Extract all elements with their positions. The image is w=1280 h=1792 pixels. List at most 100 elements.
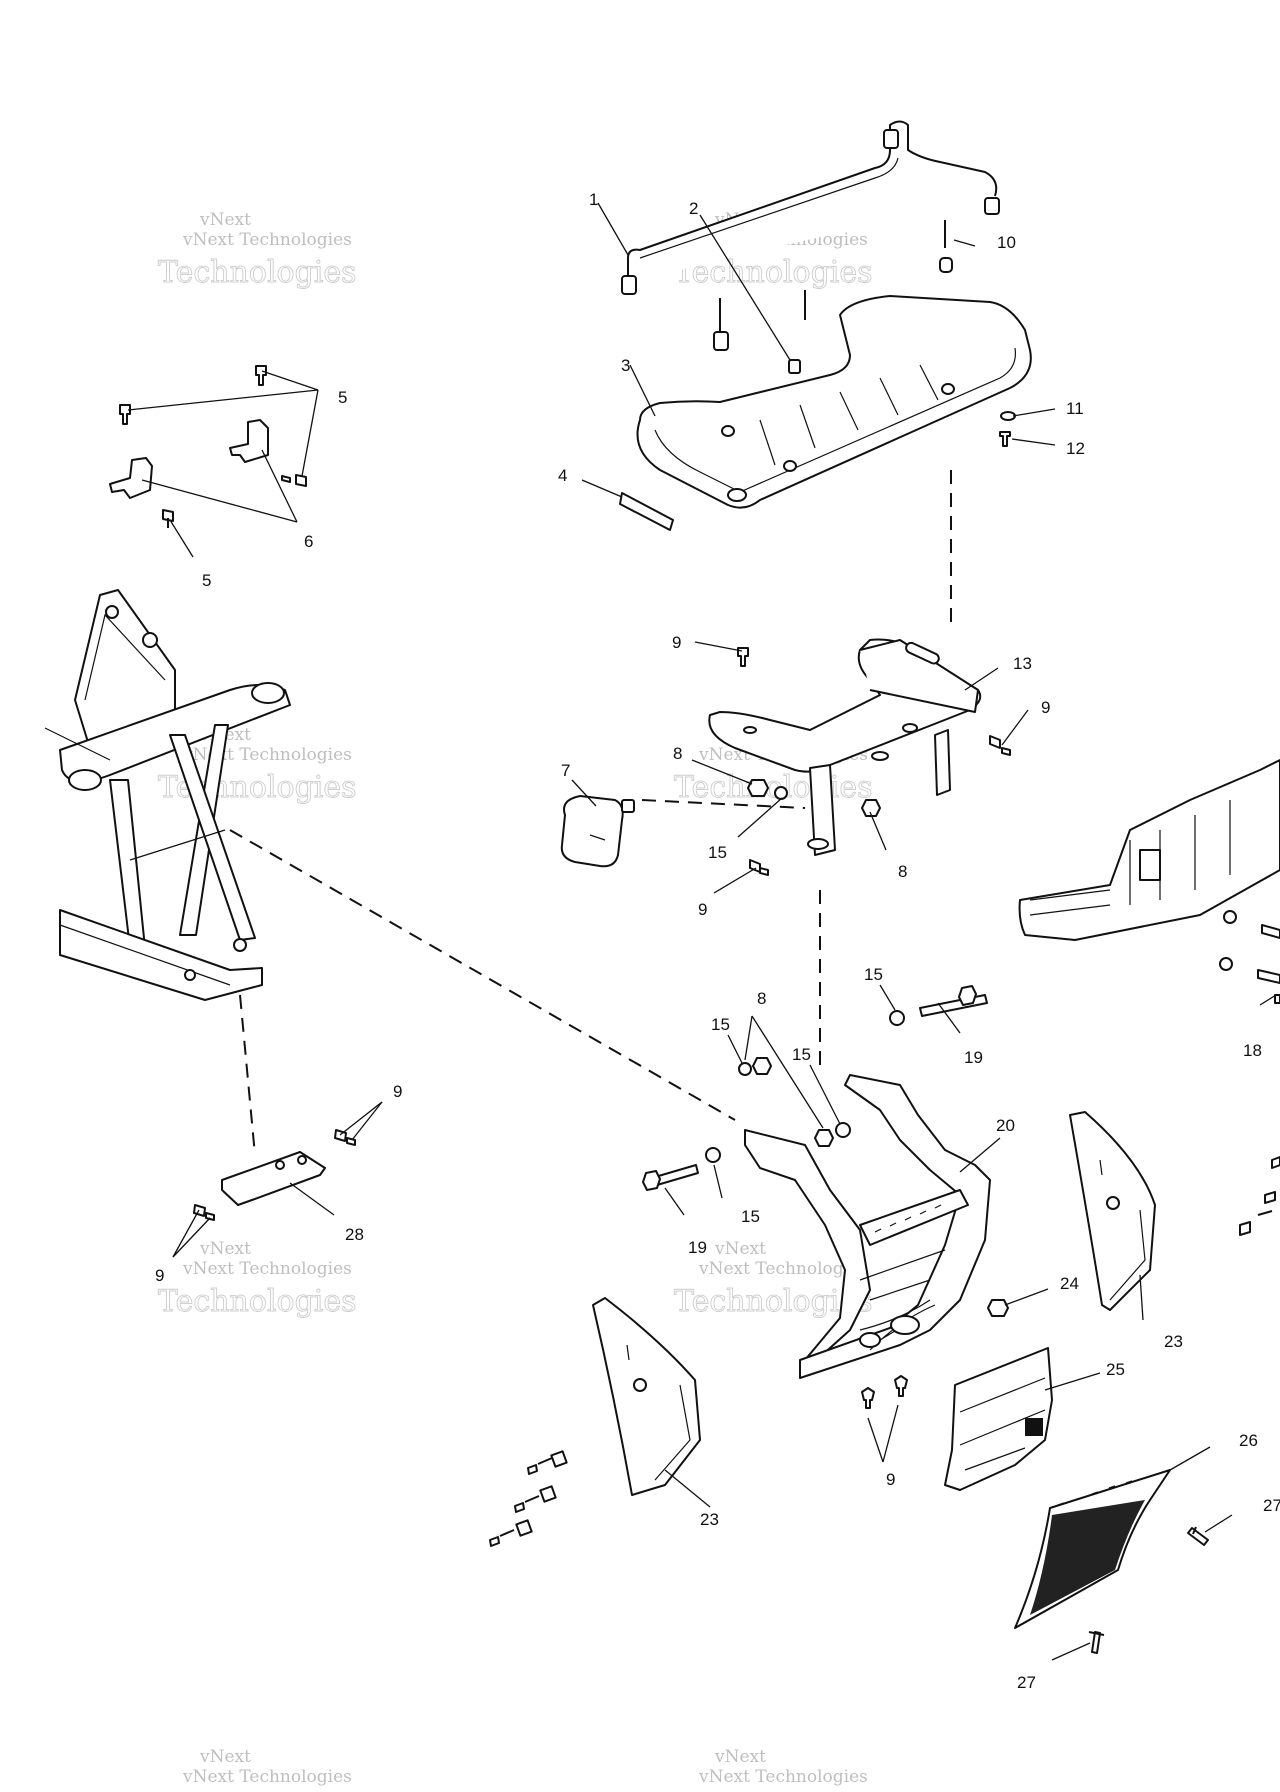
watermark: vNext vNext Technologies <box>698 1747 868 1787</box>
washer-15 <box>738 1062 752 1076</box>
assembly-line <box>239 994 256 1156</box>
watermark-text: vNext Technologies <box>182 230 352 250</box>
fender-23 <box>592 1297 701 1496</box>
callout-15: 15 <box>792 1045 811 1064</box>
callout-labels: 1 2 3 4 5 5 6 7 8 8 8 9 9 9 9 9 9 10 11 … <box>155 190 1280 1692</box>
callout-27: 27 <box>1017 1673 1036 1692</box>
callout-9: 9 <box>886 1470 895 1489</box>
nut-8 <box>747 779 769 797</box>
washer-15 <box>889 1010 905 1026</box>
rear-subframe <box>744 1074 991 1379</box>
bolt-2 <box>788 359 801 374</box>
assembly-lines <box>229 470 952 1156</box>
watermark: vNext vNext Technologies <box>182 1747 352 1787</box>
callout-25: 25 <box>1106 1360 1125 1379</box>
bolt-5 <box>162 509 174 528</box>
rack-tray <box>636 295 1032 509</box>
bolt-5 <box>281 474 307 487</box>
callout-9: 9 <box>1041 698 1050 717</box>
hardware-middle <box>737 647 1011 876</box>
callout-10: 10 <box>997 233 1016 252</box>
watermark-text: Technologies <box>674 770 873 805</box>
hardware-lower-left <box>489 1450 568 1547</box>
callout-6: 6 <box>304 532 313 551</box>
callout-23: 23 <box>700 1510 719 1529</box>
hardware-upper <box>788 257 1016 447</box>
bushing-10 <box>939 257 953 273</box>
bolt-27 <box>1187 1526 1209 1546</box>
leader-lines <box>127 202 1277 1661</box>
callout-9: 9 <box>155 1266 164 1285</box>
callout-26: 26 <box>1239 1431 1258 1450</box>
nut-8 <box>861 799 881 817</box>
bolt-19-head <box>642 1170 661 1191</box>
bracket-28 <box>221 1151 326 1206</box>
watermark-text: vNext <box>199 210 251 230</box>
callout-15: 15 <box>711 1015 730 1034</box>
callout-11: 11 <box>1066 399 1084 418</box>
clip-9 <box>334 1129 356 1146</box>
callout-9: 9 <box>393 1082 402 1101</box>
callout-3: 3 <box>621 356 630 375</box>
clip-nut <box>515 1519 533 1537</box>
assembly-line <box>641 799 806 809</box>
callout-20: 20 <box>996 1116 1015 1135</box>
fender-23 <box>1069 1111 1156 1311</box>
light-7 <box>560 795 635 868</box>
frame-assembly <box>44 589 291 1001</box>
callout-19: 19 <box>688 1238 707 1257</box>
watermark-text: vNext <box>714 1239 766 1259</box>
callout-9: 9 <box>672 633 681 652</box>
clip-9 <box>193 1204 215 1221</box>
watermark-text: vNext <box>199 1747 251 1767</box>
watermark-text: vNext <box>199 1239 251 1259</box>
rack-support-bracket <box>708 638 982 856</box>
bolt-27 <box>1088 1631 1105 1654</box>
callout-12: 12 <box>1066 439 1085 458</box>
watermark-text: vNext <box>714 1747 766 1767</box>
hardware-subframe <box>642 985 988 1191</box>
clip-9 <box>861 1387 875 1409</box>
callout-5: 5 <box>338 388 347 407</box>
watermark-text: vNext Technologies <box>182 1259 352 1279</box>
callout-2: 2 <box>689 199 698 218</box>
callout-15: 15 <box>864 965 883 984</box>
rear-bumper-partial <box>1018 759 1280 941</box>
watermark: vNext vNext Technologies Technologies <box>158 210 357 290</box>
clip-nut <box>550 1450 568 1468</box>
screw <box>527 1457 553 1475</box>
screw <box>489 1529 515 1547</box>
callout-28: 28 <box>345 1225 364 1244</box>
decal <box>619 492 674 531</box>
callout-7: 7 <box>561 761 570 780</box>
washer-11 <box>1000 411 1016 421</box>
callout-8: 8 <box>898 862 907 881</box>
watermark-text: Technologies <box>158 1284 357 1319</box>
nut-8 <box>752 1057 772 1075</box>
clip-9 <box>989 735 1011 756</box>
bolt-9 <box>737 647 749 667</box>
callout-5: 5 <box>202 571 211 590</box>
callout-15: 15 <box>741 1207 760 1226</box>
bolt-19 <box>654 1164 699 1186</box>
watermark-text: vNext Technologies <box>182 745 352 765</box>
bracket-6 <box>229 419 269 463</box>
callout-24: 24 <box>1060 1274 1079 1293</box>
callout-18: 18 <box>1243 1041 1262 1060</box>
hardware-left <box>109 365 307 528</box>
clip-9 <box>749 859 769 876</box>
nut-8 <box>814 1129 834 1147</box>
screw-12 <box>999 431 1011 447</box>
bolt-5 <box>119 404 131 425</box>
watermark-text: vNext Technologies <box>182 1767 352 1787</box>
callout-19: 19 <box>964 1048 983 1067</box>
assembly-line <box>229 829 736 1121</box>
watermark-text: vNext Technologies <box>698 1767 868 1787</box>
callout-4: 4 <box>558 466 567 485</box>
callout-8: 8 <box>757 989 766 1008</box>
callout-1: 1 <box>589 190 598 209</box>
callout-23: 23 <box>1164 1332 1183 1351</box>
nut-24 <box>987 1299 1009 1317</box>
callout-27: 27 <box>1263 1496 1280 1515</box>
